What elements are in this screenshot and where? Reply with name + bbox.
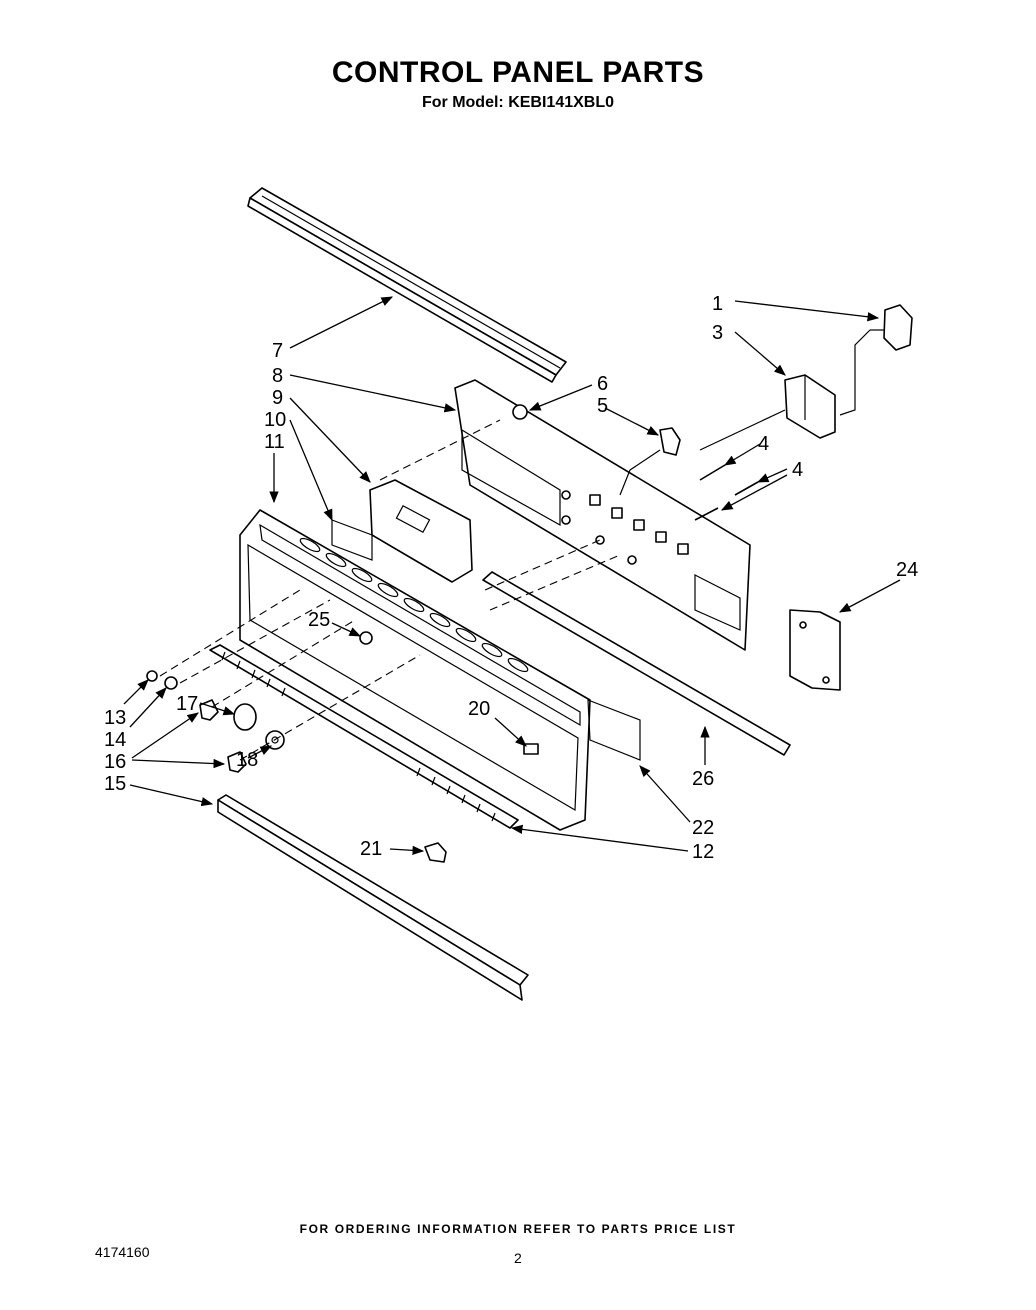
- bottom-trim-strip: [217, 794, 529, 1001]
- callout-4-lower: 4: [792, 459, 803, 481]
- callout-16: 16: [104, 751, 126, 773]
- side-bracket: [789, 609, 841, 691]
- callout-4-upper: 4: [758, 433, 769, 455]
- spacer-pins: [694, 464, 759, 521]
- grille-hatching: [221, 651, 496, 822]
- control-panel-frame: [239, 509, 641, 831]
- callout-20: 20: [468, 698, 490, 720]
- callout-numbers: 1 3 7 8 6 9 5 10 4 11 4 24 25 13 14 17 2…: [104, 293, 918, 863]
- button-25: [359, 631, 373, 645]
- callout-10: 10: [264, 409, 286, 431]
- relay-block: [699, 374, 836, 451]
- document-number: 4174160: [95, 1244, 150, 1260]
- callout-12: 12: [692, 841, 714, 863]
- callout-7: 7: [272, 340, 283, 362]
- callout-26: 26: [692, 768, 714, 790]
- knob-16-a: [199, 699, 219, 721]
- callout-18: 18: [236, 749, 258, 771]
- assembly-lines: [159, 419, 621, 761]
- disc-17: [233, 703, 257, 731]
- clip-21: [424, 842, 447, 863]
- callout-14: 14: [104, 729, 126, 751]
- leader-lines: [123, 296, 901, 856]
- callout-25: 25: [308, 609, 330, 631]
- callout-1: 1: [712, 293, 723, 315]
- callout-22: 22: [692, 817, 714, 839]
- model-subtitle: For Model: KEBI141XBL0: [421, 94, 615, 111]
- callout-3: 3: [712, 322, 723, 344]
- page-title: CONTROL PANEL PARTS: [331, 56, 705, 89]
- control-bracket: [454, 379, 751, 651]
- fastener-13: [146, 670, 158, 682]
- ordering-note: FOR ORDERING INFORMATION REFER TO PARTS …: [299, 1222, 737, 1236]
- overlay-panel: [331, 519, 373, 561]
- display-module: [369, 479, 473, 583]
- callout-5: 5: [597, 395, 608, 417]
- callout-24: 24: [896, 559, 918, 581]
- callout-13: 13: [104, 707, 126, 729]
- vent-grille: [209, 644, 519, 829]
- hex-nut: [512, 404, 528, 420]
- callout-6: 6: [597, 373, 608, 395]
- callout-11: 11: [264, 431, 285, 453]
- callout-8: 8: [272, 365, 283, 387]
- fastener-14: [164, 676, 178, 690]
- callout-21: 21: [360, 838, 382, 860]
- clip-20: [523, 743, 539, 755]
- callout-17: 17: [176, 693, 198, 715]
- side-rail: [482, 571, 791, 756]
- knob-16-b: [227, 751, 247, 773]
- callout-9: 9: [272, 387, 283, 409]
- page-number: 2: [514, 1250, 522, 1266]
- frame-slot-row: [299, 537, 529, 673]
- callout-15: 15: [104, 773, 126, 795]
- switch-part: [839, 304, 913, 416]
- connector-part: [619, 427, 681, 496]
- top-trim-strip: [247, 187, 567, 383]
